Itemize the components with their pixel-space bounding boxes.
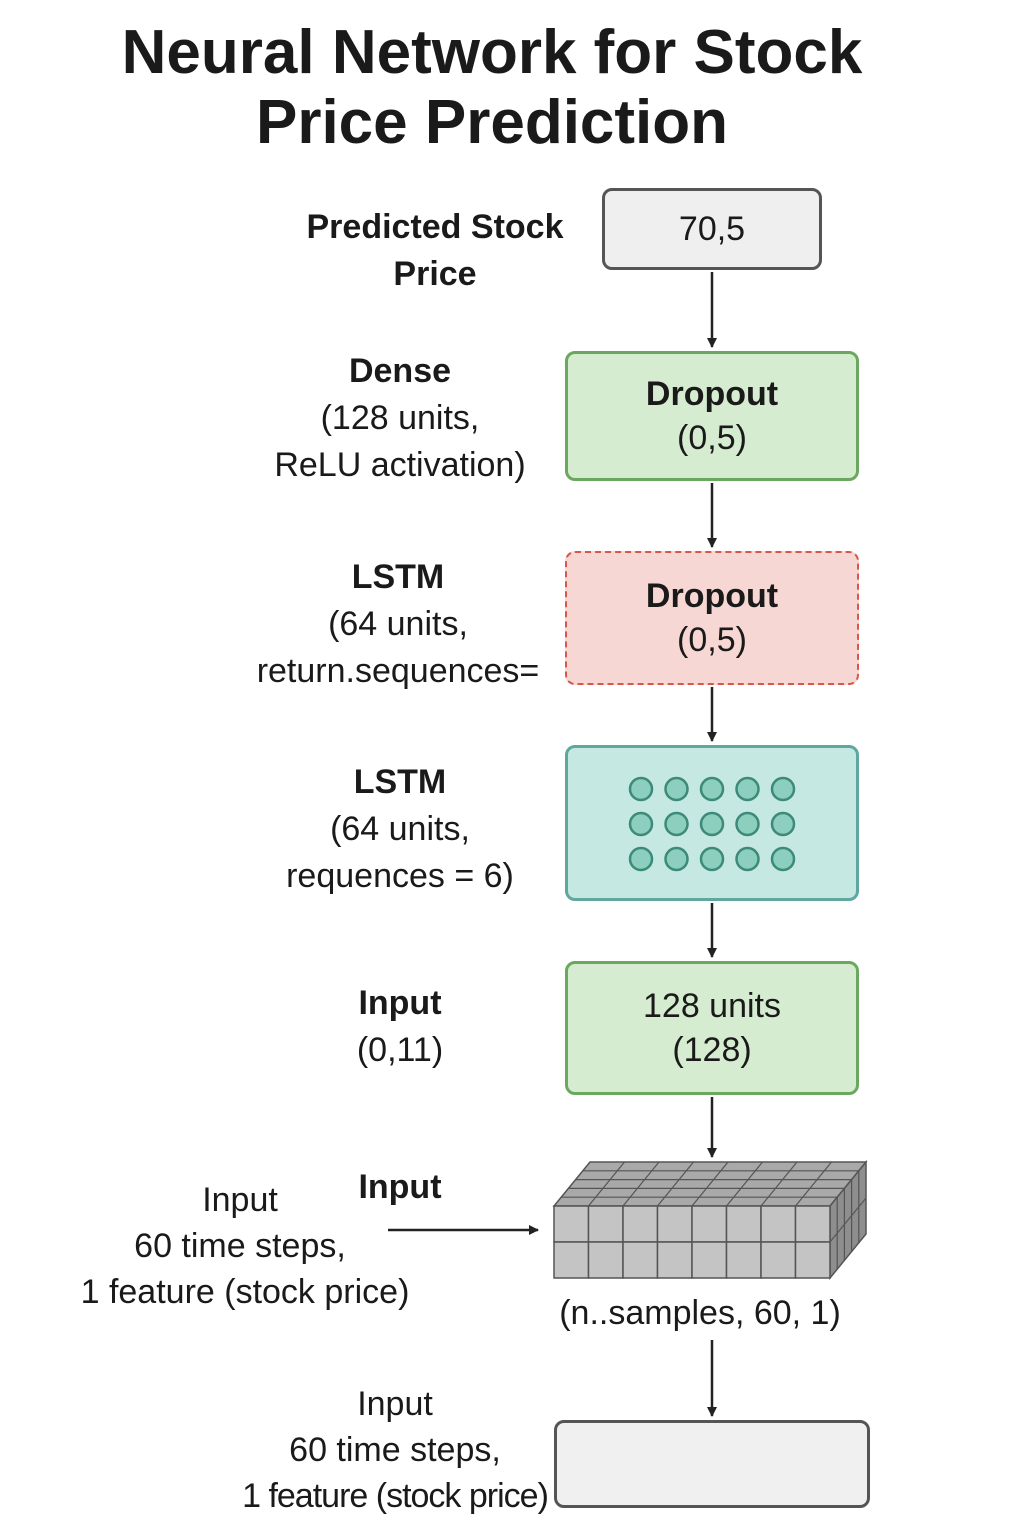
tensor-cell <box>622 1205 659 1243</box>
tensor-side-label-line-3: 1 feature (stock price) <box>80 1273 410 1311</box>
tensor-cell <box>794 1241 831 1279</box>
tensor-cell <box>794 1205 831 1243</box>
neuron-node <box>770 776 796 802</box>
tensor-cell <box>725 1205 762 1243</box>
lstm1-label-line-1: (64 units, <box>330 810 470 848</box>
input1-label-heading: Input <box>358 984 442 1022</box>
neuron-node <box>628 846 654 872</box>
tensor-top-gridline <box>691 1161 729 1207</box>
output-box: 70,5 <box>602 188 822 270</box>
lstm2-label-line-1: (64 units, <box>328 605 468 643</box>
input1-box-line-1: 128 units <box>643 987 781 1025</box>
output-label: Predicted Stock Price <box>270 204 600 298</box>
neuron-node <box>699 776 725 802</box>
lstm2-box-value: (0,5) <box>677 621 747 659</box>
tensor-side-label-line-1: Input <box>202 1181 278 1219</box>
dense-label-line-1: (128 units, <box>320 399 480 437</box>
tensor-top-gridline <box>588 1161 625 1207</box>
lstm1-label-heading: LSTM <box>353 763 447 801</box>
bottom-input-box <box>554 1420 870 1508</box>
dense-dropout-box: Dropout (0,5) <box>565 351 859 481</box>
neuron-node <box>664 776 689 802</box>
bottom-label: Input 60 time steps, 1 feature (stock pr… <box>210 1381 580 1519</box>
tensor-shape-label: (n..samples, 60, 1) <box>540 1290 860 1337</box>
tensor-top-label-text: Input <box>358 1168 442 1206</box>
neuron-node <box>664 811 689 837</box>
lstm2-label-line-2: return.sequences= <box>256 652 540 690</box>
dense-label-heading: Dense <box>348 352 452 390</box>
neuron-node <box>628 776 654 802</box>
neuron-node <box>699 846 725 872</box>
bottom-label-line-3: 1 feature (stock price) <box>242 1477 549 1515</box>
lstm2-dropout-box: Dropout (0,5) <box>565 551 859 685</box>
bottom-label-line-2: 60 time steps, <box>289 1431 501 1469</box>
title-line-2: Price Prediction <box>255 88 729 157</box>
neuron-node <box>699 811 725 837</box>
dense-box-value: (0,5) <box>677 419 747 457</box>
dense-label-line-2: ReLU activation) <box>274 446 526 484</box>
dense-label: Dense (128 units, ReLU activation) <box>240 348 560 489</box>
tensor-top-gridline <box>760 1161 798 1207</box>
neuron-node <box>735 776 760 802</box>
tensor-cell <box>553 1241 590 1279</box>
bottom-label-line-1: Input <box>357 1385 433 1423</box>
tensor-cell <box>656 1241 693 1279</box>
tensor-cell <box>760 1241 797 1279</box>
lstm1-label-line-2: requences = 6) <box>286 857 514 895</box>
output-value: 70,5 <box>678 210 746 248</box>
tensor-shape-label-text: (n..samples, 60, 1) <box>559 1294 841 1332</box>
dense-box-heading: Dropout <box>645 375 779 413</box>
neuron-node <box>735 811 760 837</box>
tensor-top-gridline <box>657 1161 694 1207</box>
tensor-cell <box>587 1241 624 1279</box>
tensor-cell <box>725 1241 762 1279</box>
tensor-cell <box>760 1205 797 1243</box>
input1-box-line-2: (128) <box>672 1031 752 1069</box>
tensor-cell <box>622 1241 659 1279</box>
tensor-top-label: Input <box>330 1164 470 1211</box>
tensor-top-gridline <box>622 1161 660 1207</box>
input-tensor-grid <box>552 1159 868 1281</box>
output-label-line-1: Predicted Stock <box>306 208 564 246</box>
tensor-cell <box>587 1205 624 1243</box>
lstm1-label: LSTM (64 units, requences = 6) <box>240 759 560 900</box>
neuron-node <box>628 811 654 837</box>
tensor-cell <box>553 1205 590 1243</box>
tensor-top-gridline <box>795 1161 832 1207</box>
lstm2-label-heading: LSTM <box>351 558 445 596</box>
neuron-node <box>664 846 689 872</box>
neuron-node <box>770 846 796 872</box>
neuron-node <box>770 811 796 837</box>
neuron-node <box>735 846 760 872</box>
output-label-line-2: Price <box>393 255 477 293</box>
title-line-1: Neural Network for Stock <box>121 18 863 87</box>
neuron-grid <box>628 776 796 872</box>
tensor-side-label: Input 60 time steps, 1 feature (stock pr… <box>60 1177 430 1315</box>
lstm2-label: LSTM (64 units, return.sequences= <box>228 554 568 695</box>
lstm2-box-heading: Dropout <box>645 577 779 615</box>
tensor-cell <box>691 1241 728 1279</box>
flow-arrows <box>388 272 717 1417</box>
input1-label-line-1: (0,11) <box>356 1031 444 1069</box>
input1-units-box: 128 units (128) <box>565 961 859 1095</box>
tensor-side-label-line-2: 60 time steps, <box>134 1227 346 1265</box>
tensor-cell <box>656 1205 693 1243</box>
diagram-title: Neural Network for Stock Price Predictio… <box>0 18 984 158</box>
tensor-side-gridline <box>829 1197 867 1243</box>
tensor-top-gridline <box>726 1161 763 1207</box>
tensor-cell <box>691 1205 728 1243</box>
input1-label: Input (0,11) <box>300 980 500 1074</box>
